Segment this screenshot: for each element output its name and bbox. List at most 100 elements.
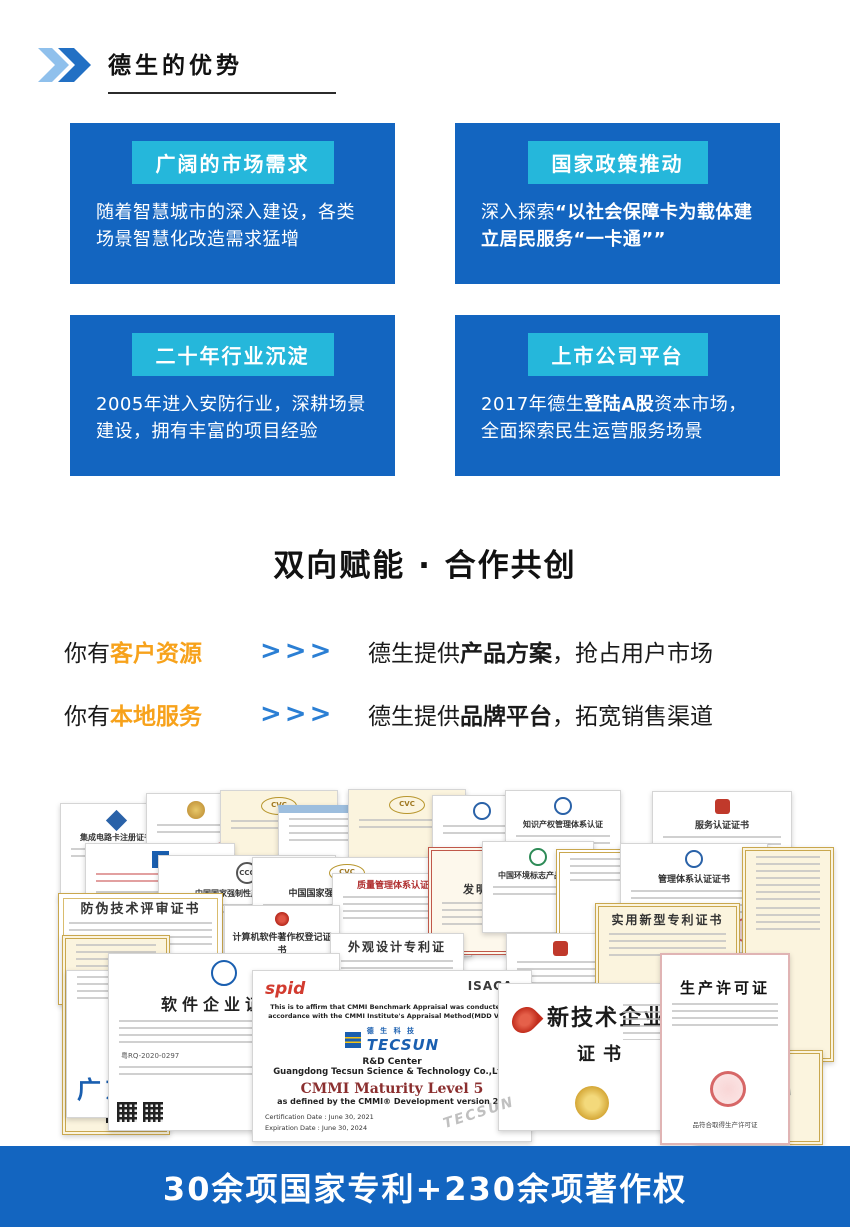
synergy-right: 德生提供品牌平台，拓宽销售渠道: [368, 697, 713, 731]
card-text-bold: 登陆A股: [584, 394, 655, 415]
card-body: 2017年德生登陆A股资本市场，全面探索民生运营服务场景: [481, 391, 754, 445]
csee-csia-logo-icon: [211, 960, 237, 986]
qr-code: [143, 1102, 163, 1122]
card-text: 2005年进入安防行业，深耕场景建设，拥有丰富的项目经验: [96, 394, 366, 442]
cmmi-level-subtitle: as defined by the CMMI® Development vers…: [277, 1097, 507, 1107]
production-license-certificate: 生产许可证 品符合取得生产许可证: [660, 953, 790, 1145]
card-body: 深入探索“以社会保障卡为载体建立居民服务“一卡通””: [481, 199, 754, 253]
synergy-left-prefix: 你有: [64, 704, 110, 730]
synergy-highlight: 本地服务: [110, 704, 202, 730]
text-lines: [756, 907, 820, 933]
text-lines: [672, 1003, 778, 1029]
synergy-left: 你有本地服务: [64, 697, 260, 731]
card-title-badge: 国家政策推动: [527, 141, 708, 184]
certificate-title: 计算机软件著作权登记证书: [232, 933, 332, 956]
red-logo-icon: [714, 799, 730, 814]
card-body: 随着智慧城市的深入建设，各类场景智慧化改造需求猛增: [96, 199, 369, 253]
synergy-right-prefix: 德生提供: [368, 704, 460, 730]
eco-logo-icon: [529, 848, 547, 866]
advantage-cards-grid: 广阔的市场需求 随着智慧城市的深入建设，各类场景智慧化改造需求猛增 国家政策推动…: [70, 123, 780, 476]
cmmi-maturity-level: CMMI Maturity Level 5: [300, 1081, 484, 1098]
certificate-subtitle: 证书: [577, 1044, 629, 1065]
gold-seal: [575, 1086, 609, 1120]
registry-logo-icon: [105, 809, 127, 832]
synergy-right-bold: 品牌平台: [460, 704, 552, 730]
synergy-row: 你有本地服务 >>> 德生提供品牌平台，拓宽销售渠道: [64, 697, 824, 731]
gold-logo-icon: [187, 801, 205, 819]
synergy-title: 双向赋能 · 合作共创: [273, 548, 577, 584]
synergy-left: 你有客户资源: [64, 634, 260, 668]
certificates-collage: 集成电路卡注册证书 CVC CVC 知识产权管理体系认证 服务认证证书 CCC: [0, 785, 850, 1147]
tecsun-chinese-name: 德 生 科 技: [366, 1027, 417, 1036]
advantage-card-experience: 二十年行业沉淀 2005年进入安防行业，深耕场景建设，拥有丰富的项目经验: [70, 315, 395, 476]
advantage-card-market: 广阔的市场需求 随着智慧城市的深入建设，各类场景智慧化改造需求猛增: [70, 123, 395, 284]
tecsun-logo-block: 德 生 科 技 TECSUN: [265, 1026, 519, 1054]
header-text: 德生的优势: [108, 46, 336, 94]
synergy-right: 德生提供产品方案，抢占用户市场: [368, 634, 713, 668]
national-emblem-icon: [275, 912, 289, 926]
certificate-number: 粤RQ-2020-0297: [121, 1052, 180, 1060]
card-body: 2005年进入安防行业，深耕场景建设，拥有丰富的项目经验: [96, 391, 369, 445]
red-logo-icon: [552, 941, 568, 956]
cmmi-company: Guangdong Tecsun Science & Technology Co…: [273, 1067, 511, 1078]
certificate-title: 知识产权管理体系认证: [523, 820, 603, 829]
card-text-bold: “以社会保障卡为载体建立居民服务“一卡通””: [481, 202, 753, 250]
synergy-row: 你有客户资源 >>> 德生提供产品方案，抢占用户市场: [64, 634, 824, 668]
card-title-badge: 上市公司平台: [527, 333, 708, 376]
card-text: 2017年德生: [481, 394, 585, 415]
certificate-title: 外观设计专利证: [347, 940, 446, 954]
tecsun-logo-text: 德 生 科 技 TECSUN: [367, 1026, 440, 1054]
text-lines: [359, 819, 455, 832]
certificate-title: 中国环境标志产品认证: [498, 871, 578, 880]
banner-text: 30余项国家专利+230余项著作权: [162, 1169, 688, 1208]
synergy-right-suffix: ，拓宽销售渠道: [552, 704, 713, 730]
cmmi-expiration-date: Expiration Date : June 30, 2024: [265, 1123, 368, 1132]
cmmi-intro-line: This is to affirm that CMMI Benchmark Ap…: [270, 1003, 514, 1011]
advantage-card-listed: 上市公司平台 2017年德生登陆A股资本市场，全面探索民生运营服务场景: [455, 315, 780, 476]
tecsun-english-name: TECSUN: [366, 1036, 440, 1055]
tecsun-logo-icon: [344, 1032, 361, 1049]
text-lines: [443, 825, 521, 838]
flame-logo-icon: [506, 1001, 544, 1039]
red-seal: [710, 1071, 746, 1107]
certificate-title: 防伪技术评审证书: [80, 902, 201, 917]
cmmi-certificate: spid ISACA. This is to affirm that CMMI …: [252, 970, 532, 1142]
cvc-logo-icon: CVC: [389, 796, 425, 814]
card-title-badge: 二十年行业沉淀: [131, 333, 334, 376]
certificate-title: 集成电路卡注册证书: [80, 833, 152, 842]
card-text: 深入探索: [481, 202, 555, 223]
cmmi-dates: Certification Date : June 30, 2021 Expir…: [265, 1112, 374, 1133]
card-text: 随着智慧城市的深入建设，各类场景智慧化改造需求猛增: [96, 202, 355, 250]
certificate-title: 实用新型专利证书: [611, 913, 724, 927]
text-lines: [756, 856, 820, 902]
spid-logo: spid: [265, 979, 306, 999]
certificate-title: 生产许可证: [679, 979, 770, 997]
org-logo-icon: [554, 797, 572, 815]
double-chevron-icon: [38, 48, 91, 82]
certificate-title: 软件企业证书: [160, 995, 287, 1014]
cmmi-department: R&D Center: [362, 1057, 422, 1068]
org-logo-icon: [685, 850, 703, 868]
synergy-right-bold: 产品方案: [460, 641, 552, 667]
certificate-subtext: 品符合取得生产许可证: [692, 1121, 758, 1129]
title-underline: [108, 92, 336, 94]
text-lines: [157, 824, 235, 837]
card-text: 资本市场，全面探索民生运营服务场景: [481, 394, 747, 442]
certificate-title: 管理体系认证证书: [657, 875, 730, 885]
synergy-highlight: 客户资源: [110, 641, 202, 667]
card-title-badge: 广阔的市场需求: [131, 141, 334, 184]
synergy-right-suffix: ，抢占用户市场: [552, 641, 713, 667]
cmmi-certification-date: Certification Date : June 30, 2021: [265, 1113, 374, 1122]
certificate-title: 质量管理体系认证证书: [356, 881, 447, 891]
org-logo-icon: [473, 802, 491, 820]
certificate-title: 中国国家强制性产品认证证书: [195, 889, 299, 898]
synergy-left-prefix: 你有: [64, 641, 110, 667]
qr-code: [117, 1102, 137, 1122]
hightech-enterprise-certificate: 新技术企业 证书: [498, 983, 686, 1131]
certificate-title: 服务认证证书: [694, 821, 749, 831]
cmmi-intro-line: accordance with the CMMI Institute's App…: [268, 1012, 516, 1021]
triple-arrow-icon: >>>: [260, 636, 335, 666]
synergy-rows: 你有客户资源 >>> 德生提供产品方案，抢占用户市场 你有本地服务 >>> 德生…: [64, 634, 824, 760]
page-title: 德生的优势: [108, 53, 243, 79]
advantage-card-policy: 国家政策推动 深入探索“以社会保障卡为载体建立居民服务“一卡通””: [455, 123, 780, 284]
